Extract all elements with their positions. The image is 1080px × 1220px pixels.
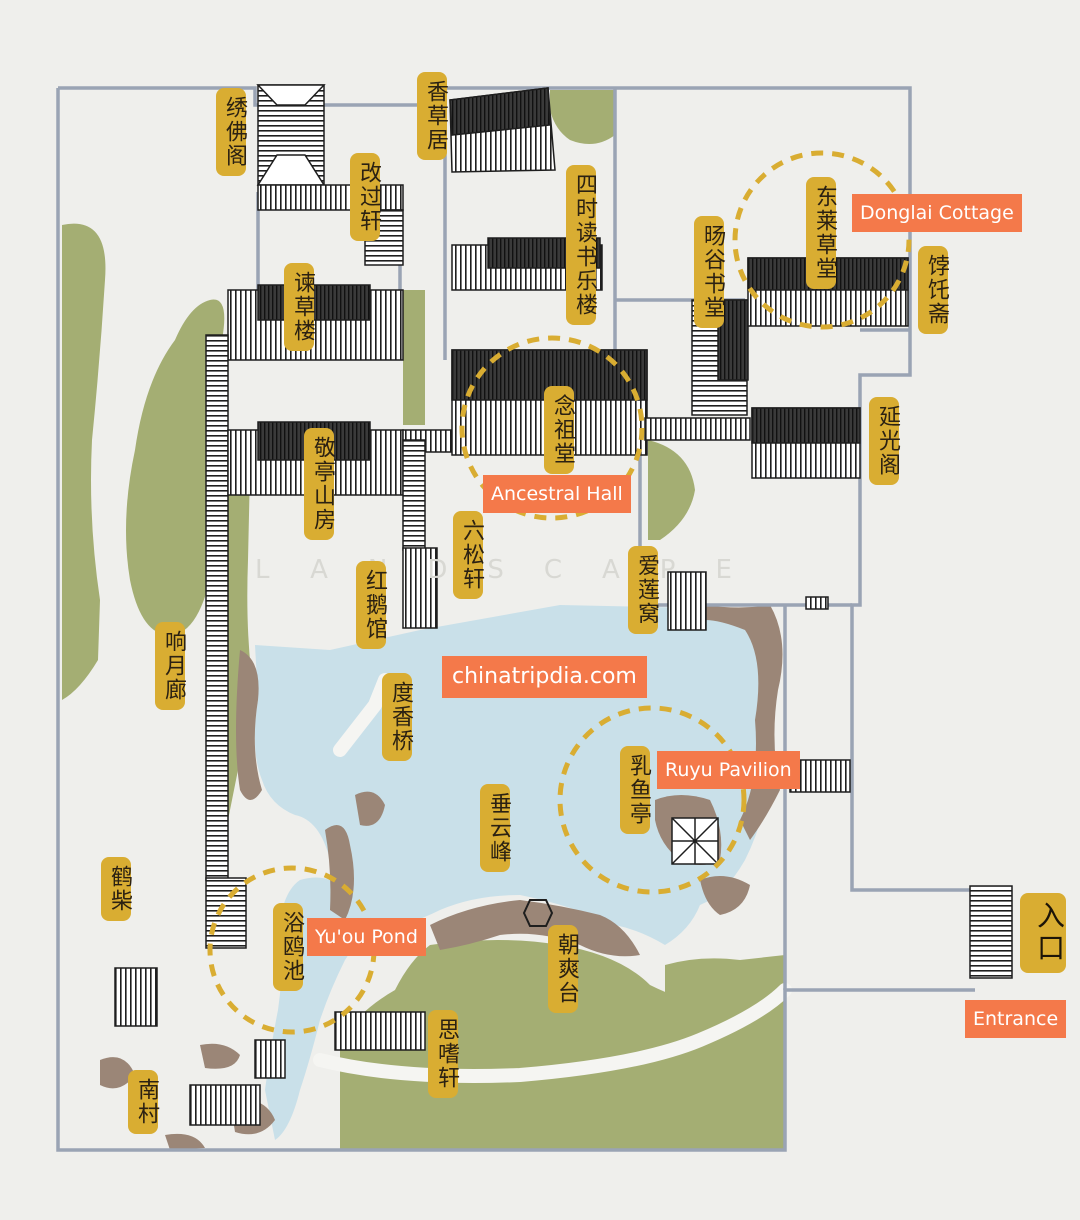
label-chaoshuangtai: 朝爽台 — [548, 925, 579, 1013]
label-nancun: 南村 — [128, 1070, 159, 1134]
label-ruyuting: 乳鱼亭 — [620, 746, 651, 834]
label-entrance-cn: 入口 — [1020, 893, 1066, 973]
label-gaiguoxuan: 改过轩 — [350, 153, 381, 241]
label-donglaicaotang: 东莱草堂 — [806, 177, 837, 289]
label-ailianwo: 爱莲窝 — [628, 546, 659, 634]
label-sishidushulelou: 四时读书乐楼 — [566, 165, 597, 325]
label-duxiangqiao: 度香桥 — [382, 673, 413, 761]
label-yanguangge: 延光阁 — [869, 397, 900, 485]
faint-watermark: LANDSCAPE — [255, 555, 772, 585]
label-nianzutang: 念祖堂 — [544, 386, 575, 474]
label-ancestral-hall: Ancestral Hall — [483, 475, 631, 513]
buildings — [114, 84, 1013, 1126]
paths — [313, 673, 792, 1083]
label-honglegguan: 红鹅馆 — [356, 561, 387, 649]
label-jingtingshanfang: 敬亭山房 — [304, 428, 335, 540]
label-chuiyunfeng: 垂云峰 — [480, 784, 511, 872]
label-donglai-cottage: Donglai Cottage — [852, 194, 1022, 232]
label-yangushutang: 旸谷书堂 — [694, 216, 725, 328]
label-jiancaolou: 谏草楼 — [284, 263, 315, 351]
label-xiangyuelang: 响月廊 — [155, 622, 186, 710]
label-sishixuan: 思嗜轩 — [428, 1010, 459, 1098]
label-botuozhai: 饽饦斋 — [918, 246, 949, 334]
label-yuou-pond: Yu'ou Pond — [307, 918, 426, 956]
label-hechai: 鹤柴 — [101, 857, 132, 921]
label-ruyu-pavilion: Ruyu Pavilion — [657, 751, 800, 789]
label-yououchi: 浴鸥池 — [273, 903, 304, 991]
label-xiufuge: 绣佛阁 — [216, 88, 247, 176]
label-entrance-en: Entrance — [965, 1000, 1067, 1038]
label-liusongxuan: 六松轩 — [453, 511, 484, 599]
watermark-site: chinatripdia.com — [442, 656, 647, 698]
label-xiangcaoju: 香草居 — [417, 72, 448, 160]
